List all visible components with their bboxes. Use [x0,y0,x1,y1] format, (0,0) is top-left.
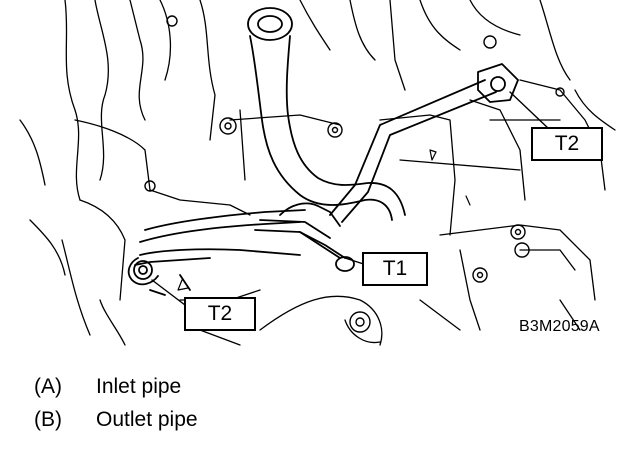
engine-pipe-diagram [19,0,616,346]
legend-key: (B) [34,408,62,431]
engine-block-outline [19,0,616,346]
callout-t1: T1 [362,252,428,286]
legend-item: (B) Outlet pipe [34,408,198,432]
inlet-pipe [329,63,519,223]
upper-pipe [247,7,406,221]
figure-code: B3M2059A [519,318,600,335]
legend-key: (A) [34,375,62,398]
outlet-pipe-bracket [127,202,355,296]
bolts [144,15,565,333]
callout-t2-top-right: T2 [531,127,603,161]
callout-t2-bottom-left: T2 [184,297,256,331]
legend-label: Outlet pipe [96,408,198,431]
legend-label: Inlet pipe [96,375,182,398]
legend-item: (A) Inlet pipe [34,375,181,399]
